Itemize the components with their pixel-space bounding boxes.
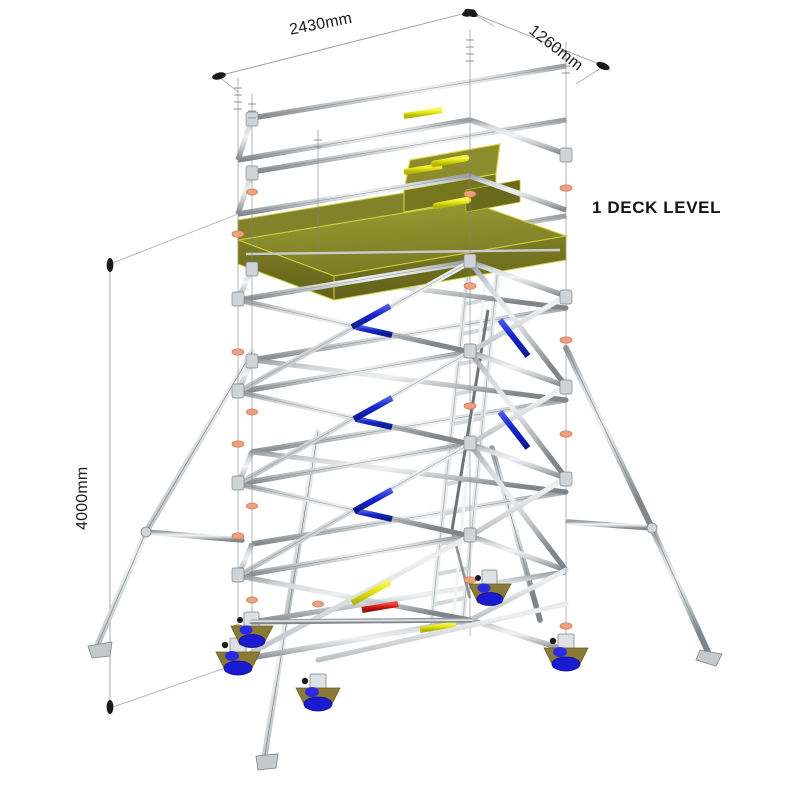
dim-line-depth	[469, 11, 605, 67]
deck-level-annotation: 1 DECK LEVEL	[592, 198, 722, 217]
dimension-label-height: 4000mm	[74, 466, 91, 530]
castor-rear-right	[468, 569, 512, 606]
side-guardrails	[469, 117, 567, 653]
deck-support-rail	[245, 248, 561, 256]
castor-rear-left	[230, 611, 274, 648]
vertical-standards	[234, 30, 570, 676]
castors	[215, 569, 589, 712]
stabiliser-rear-left	[87, 349, 255, 659]
stabiliser-outriggers	[87, 345, 723, 771]
dimension-lines	[109, 11, 605, 709]
base-braces	[249, 601, 569, 663]
locking-collars	[231, 39, 573, 632]
castor-far-right	[543, 633, 589, 672]
collar-orange	[231, 230, 245, 238]
joint-clamp	[231, 111, 573, 583]
dim-line-width	[217, 11, 471, 77]
dimension-arrowheads	[106, 8, 610, 714]
front-frame	[235, 117, 567, 663]
spigot-rings	[234, 39, 570, 148]
castor-front-right	[295, 673, 341, 712]
stabiliser-front-right	[489, 445, 543, 623]
stabiliser-rear-right	[563, 345, 723, 667]
stabiliser-front-left	[255, 429, 321, 771]
brace-grip-bands	[350, 107, 531, 633]
